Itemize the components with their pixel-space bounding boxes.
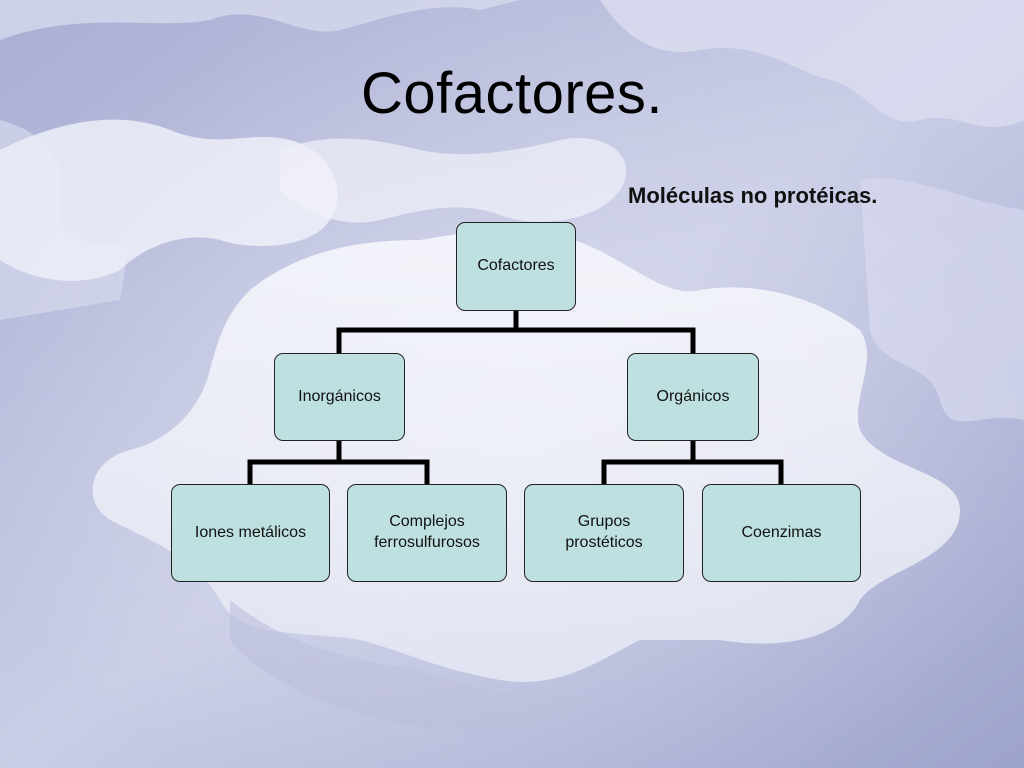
- slide-subtitle: Moléculas no protéicas.: [628, 183, 878, 208]
- node-iones-metalicos: Iones metálicos: [171, 484, 330, 582]
- connector-inorganicos-children: [247, 438, 430, 487]
- connector-root-to-level1: [336, 308, 696, 356]
- node-inorganicos: Inorgánicos: [274, 353, 405, 441]
- node-complejos-ferrosulfurosos: Complejos ferrosulfurosos: [347, 484, 507, 582]
- node-grupos-prosteticos: Grupos prostéticos: [524, 484, 684, 582]
- slide-title: Cofactores.: [360, 61, 664, 126]
- node-cofactores: Cofactores: [456, 222, 576, 311]
- connector-organicos-children: [601, 438, 784, 487]
- node-organicos: Orgánicos: [627, 353, 759, 441]
- node-coenzimas: Coenzimas: [702, 484, 861, 582]
